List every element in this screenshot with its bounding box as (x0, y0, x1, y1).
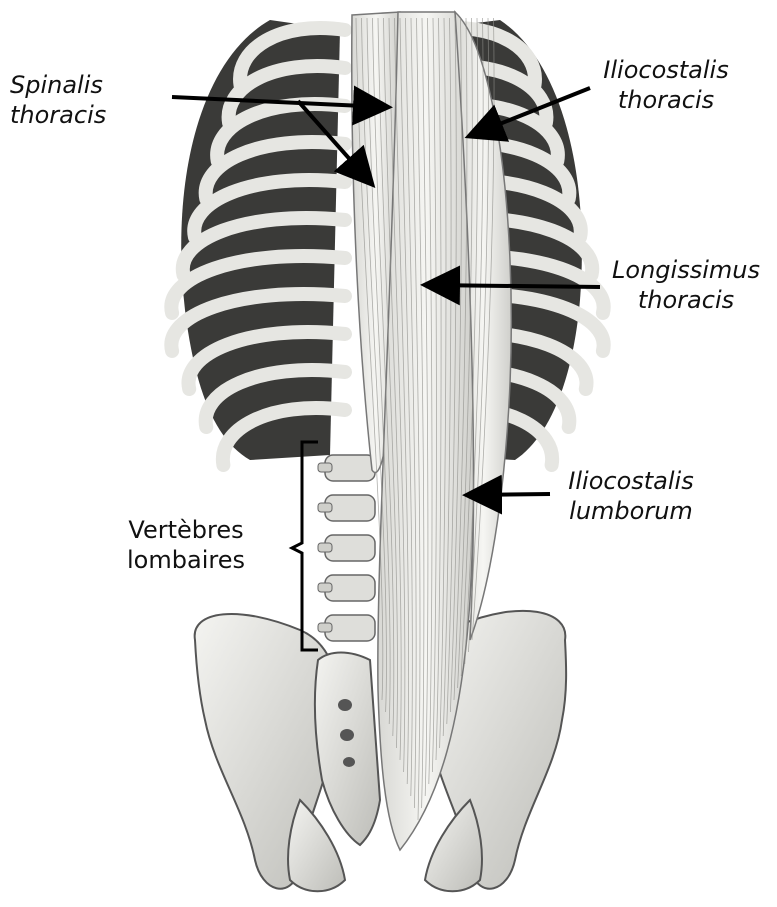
transverse-process (318, 463, 332, 472)
label-iliocostalis-lumborum-line1: Iliocostalis (556, 466, 706, 496)
label-iliocostalis-lumborum-line2: lumborum (556, 496, 706, 526)
right-pubis (425, 800, 482, 891)
label-spinalis-line2: thoracis (10, 100, 106, 130)
lumbar-vertebrae (318, 455, 375, 641)
label-iliocostalis-lumborum: Iliocostalis lumborum (556, 466, 706, 526)
label-iliocostalis-thoracis-line1: Iliocostalis (596, 55, 736, 85)
label-iliocostalis-thoracis-line2: thoracis (596, 85, 736, 115)
transverse-process (318, 503, 332, 512)
lumbar-bracket (292, 442, 318, 650)
arrow-longissimus (428, 285, 600, 287)
label-longissimus-line1: Longissimus (606, 255, 766, 285)
label-vertebres-line1: Vertèbres (116, 515, 256, 545)
label-longissimus-line2: thoracis (606, 285, 766, 315)
arrow-iliocostalis-lumborum (470, 494, 550, 495)
transverse-process (318, 543, 332, 552)
sacrum (315, 653, 380, 846)
transverse-process (318, 583, 332, 592)
label-longissimus-thoracis: Longissimus thoracis (606, 255, 766, 315)
label-spinalis-line1: Spinalis (10, 70, 106, 100)
label-iliocostalis-thoracis: Iliocostalis thoracis (596, 55, 736, 115)
transverse-process (318, 623, 332, 632)
label-spinalis-thoracis: Spinalis thoracis (10, 70, 106, 130)
label-vertebres-line2: lombaires (116, 545, 256, 575)
label-vertebres-lombaires: Vertèbres lombaires (116, 515, 256, 575)
